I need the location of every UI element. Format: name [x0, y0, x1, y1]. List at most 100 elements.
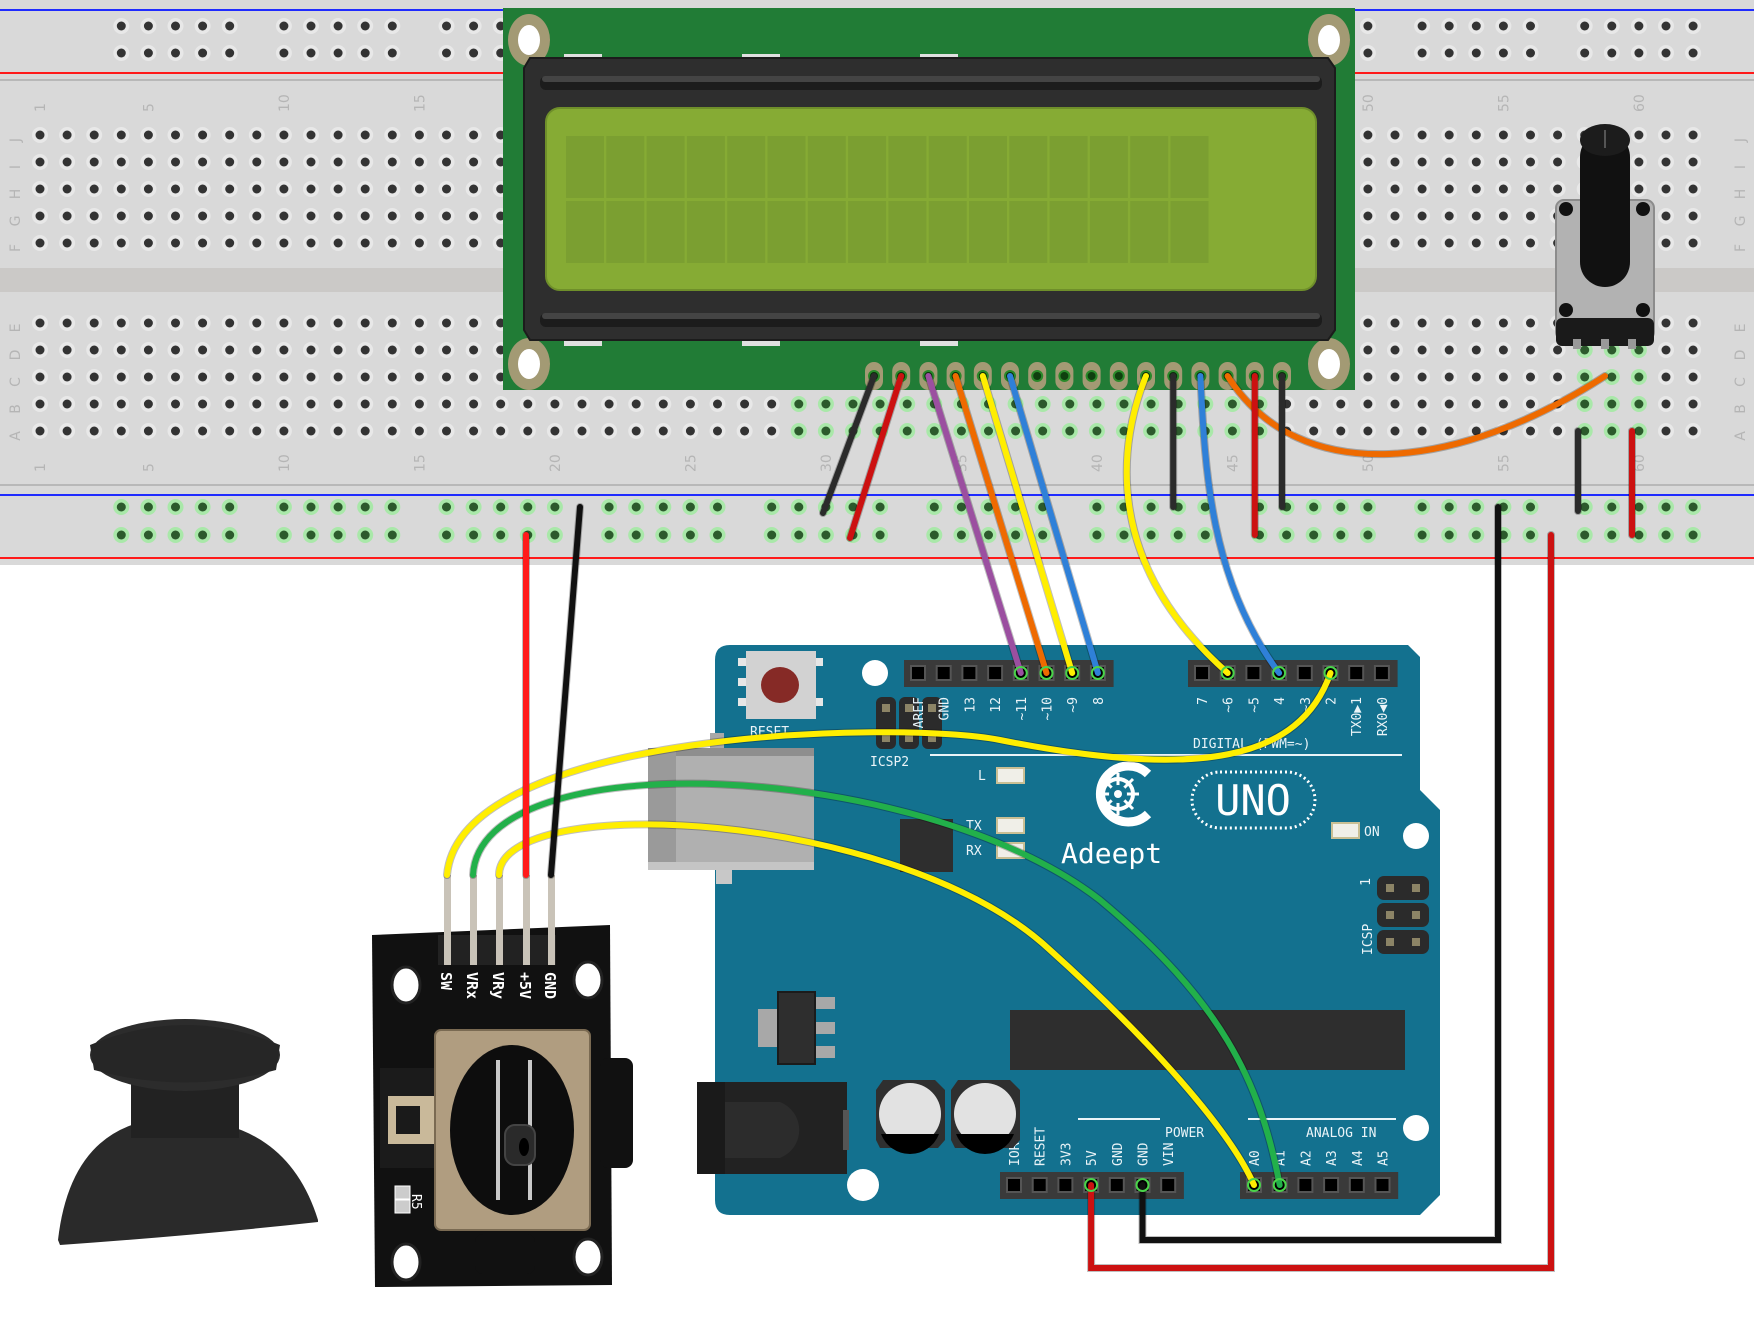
header-socket[interactable] — [1006, 1177, 1022, 1193]
voltage-regulator — [758, 991, 835, 1065]
potentiometer[interactable] — [1555, 124, 1655, 349]
wire-joy-gnd[interactable] — [548, 504, 583, 878]
header-socket[interactable] — [1323, 1177, 1340, 1193]
icsp-pin1-label: 1 — [1359, 878, 1374, 886]
row-label: J — [1733, 138, 1749, 143]
joystick-thumb-cap[interactable] — [58, 1019, 318, 1245]
pot-screw — [1636, 202, 1650, 216]
icsp2-label: ICSP2 — [870, 755, 909, 770]
wire-lcd-v0[interactable] — [1224, 373, 1608, 458]
wire-endpoint — [1272, 1178, 1287, 1192]
wire-endpoint — [1247, 1178, 1261, 1192]
digital-pin-label: 8 — [1092, 697, 1107, 705]
lcd-char-cell — [1130, 136, 1169, 198]
reset-button[interactable] — [738, 651, 823, 719]
header-socket[interactable] — [1160, 1177, 1177, 1193]
header-socket[interactable] — [935, 665, 952, 681]
digital-pin-label: TX0▶1 — [1350, 697, 1365, 736]
column-label: 5 — [141, 103, 157, 112]
wire-lcd-d5[interactable] — [1007, 373, 1101, 676]
joystick-pin — [444, 875, 451, 965]
pot-pin — [1628, 339, 1636, 349]
lcd-char-cell — [969, 201, 1007, 263]
header-socket[interactable] — [1057, 1177, 1074, 1193]
column-label: 10 — [277, 454, 293, 472]
reset-button-cap[interactable] — [761, 667, 799, 703]
lcd-character-cells — [566, 136, 1209, 263]
row-label: D — [1733, 350, 1749, 361]
lcd-char-cell — [969, 136, 1007, 198]
column-label: 40 — [1090, 454, 1106, 472]
lcd-char-cell — [1089, 201, 1128, 263]
wire-lcd-vss[interactable] — [820, 373, 877, 516]
joystick-pot-x — [600, 1058, 633, 1168]
led-tx — [996, 817, 1025, 834]
digital-pin-label: GND — [938, 697, 953, 721]
lcd-char-cell — [566, 201, 604, 263]
digital-pin-label: ~6 — [1222, 697, 1237, 713]
joystick-pin-label: VRx — [463, 972, 481, 999]
row-label: I — [1733, 165, 1749, 169]
header-socket[interactable] — [1348, 1177, 1365, 1193]
analog-pin-label: A0 — [1248, 1150, 1263, 1166]
wire-joy-sw[interactable] — [444, 670, 1334, 878]
lcd-char-cell — [888, 136, 927, 198]
lcd-char-cell — [686, 136, 725, 198]
wire-lcd-d7[interactable] — [1197, 373, 1283, 676]
wire-lcd-d6[interactable] — [1123, 373, 1231, 676]
wire-arduino-gnd[interactable] — [1139, 504, 1501, 1243]
header-socket[interactable] — [1194, 665, 1210, 681]
header-socket[interactable] — [1348, 665, 1365, 681]
row-label: F — [1733, 244, 1749, 252]
header-socket[interactable] — [1296, 665, 1313, 681]
header-socket[interactable] — [1374, 1177, 1391, 1193]
wire-lcd-vdd[interactable] — [847, 373, 905, 541]
header-strip — [904, 660, 1114, 687]
lcd-char-cell — [848, 136, 887, 198]
wire-lcd-e[interactable] — [952, 373, 1050, 676]
capacitor — [951, 1080, 1020, 1155]
header-socket[interactable] — [1297, 1177, 1314, 1193]
lcd-char-cell — [1170, 136, 1209, 198]
wire-lcd-d4[interactable] — [979, 373, 1076, 676]
column-label: 30 — [819, 454, 835, 472]
row-label: E — [1733, 324, 1749, 333]
icsp2-header — [876, 697, 942, 749]
header-socket[interactable] — [987, 665, 1004, 681]
led-rx-label: RX — [966, 844, 982, 859]
led-l — [996, 767, 1025, 784]
digital-pin-label: 7 — [1196, 697, 1211, 705]
column-label: 15 — [412, 94, 428, 112]
model-label: UNO — [1215, 776, 1291, 825]
pot-pin — [1601, 339, 1609, 349]
lcd-char-cell — [928, 136, 967, 198]
column-label: 1 — [33, 463, 49, 472]
digital-pin-label: 12 — [989, 697, 1004, 713]
wire-arduino-5v[interactable] — [1088, 532, 1554, 1271]
header-socket[interactable] — [1245, 665, 1262, 681]
lcd-mount-holes — [508, 14, 1350, 390]
header-socket[interactable] — [910, 665, 926, 681]
icsp-label: ICSP — [1361, 924, 1376, 955]
row-label: J — [8, 138, 24, 143]
header-socket[interactable] — [1108, 1177, 1125, 1193]
capacitor — [876, 1080, 945, 1155]
joystick-pins — [444, 875, 555, 965]
lcd-char-cell — [646, 201, 685, 263]
wire-joy-vry[interactable] — [496, 821, 1257, 1188]
joystick-r5-label: R5 — [408, 1194, 423, 1210]
wire-endpoint — [1090, 666, 1105, 680]
pot-shaft[interactable] — [1580, 132, 1630, 287]
analog-pin-label: A4 — [1351, 1150, 1366, 1166]
header-socket[interactable] — [961, 665, 978, 681]
lcd-char-cell — [1009, 136, 1048, 198]
column-label: 60 — [1632, 454, 1648, 472]
wire-lcd-rs[interactable] — [925, 373, 1024, 676]
header-socket[interactable] — [1373, 665, 1390, 681]
lcd-char-cell — [888, 201, 927, 263]
row-label: I — [8, 165, 24, 169]
header-socket[interactable] — [1031, 1177, 1048, 1193]
